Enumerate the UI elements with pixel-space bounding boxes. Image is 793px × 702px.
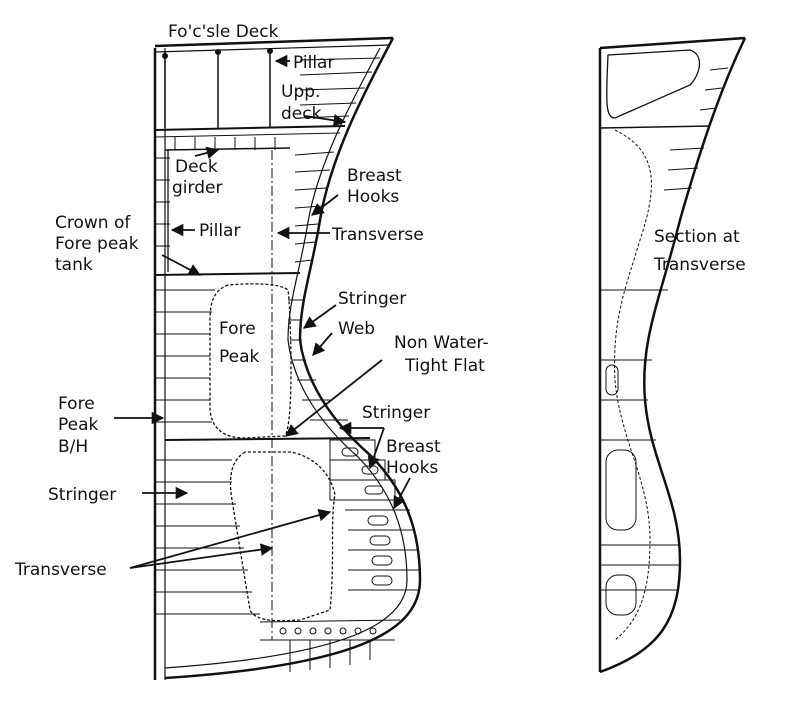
label-focsle-deck: Fo'c'sle Deck bbox=[168, 22, 279, 42]
focsle-deck-line bbox=[154, 36, 394, 48]
label-fore-peak-1: Fore bbox=[219, 319, 256, 339]
section-hole-3 bbox=[605, 574, 637, 616]
arrow-nwt-flat bbox=[285, 359, 383, 437]
leader-arrows bbox=[114, 54, 411, 569]
labels: Fo'c'sle Deck Pillar Upp. deck Deck gird… bbox=[14, 22, 746, 580]
section-hole-1 bbox=[605, 364, 619, 396]
label-fp-bh-3: B/H bbox=[58, 437, 88, 457]
deck-girder-ticks bbox=[164, 137, 291, 151]
section-at-transverse bbox=[598, 36, 747, 674]
section-upper-deck bbox=[599, 125, 711, 129]
stem-inner bbox=[164, 47, 408, 669]
upper-pillars bbox=[162, 48, 273, 128]
section-inner-profile bbox=[614, 129, 652, 641]
label-breast-hooks-top-1: Breast bbox=[347, 166, 402, 186]
arrow-transverse-bottom-2 bbox=[129, 543, 274, 569]
label-crown-3: tank bbox=[55, 255, 93, 275]
upper-deck-inner bbox=[154, 132, 341, 138]
label-nwt-1: Non Water- bbox=[394, 333, 489, 353]
arrow-crown bbox=[161, 254, 202, 276]
arrow-upp-deck bbox=[304, 114, 347, 127]
non-watertight-flat-line bbox=[164, 437, 371, 441]
label-fp-bh-1: Fore bbox=[58, 394, 95, 414]
label-breast-hooks-low-2: Hooks bbox=[386, 458, 438, 478]
arrow-stringer-1 bbox=[302, 304, 337, 329]
stringer-grid-lines bbox=[155, 157, 260, 615]
label-crown-1: Crown of bbox=[55, 213, 131, 233]
floor-lightening-circles bbox=[259, 619, 401, 672]
label-fore-peak-2: Peak bbox=[219, 347, 260, 367]
label-upp-deck-2: deck bbox=[281, 104, 322, 124]
label-nwt-2: Tight Flat bbox=[404, 356, 485, 376]
label-section-1: Section at bbox=[654, 227, 740, 247]
arrow-breast-hooks-low-1 bbox=[367, 427, 385, 470]
crown-of-fore-peak-tank-line bbox=[154, 272, 301, 276]
label-breast-hooks-low-1: Breast bbox=[386, 437, 441, 457]
focsle-deck-inner bbox=[154, 44, 391, 53]
label-pillar-mid: Pillar bbox=[199, 221, 240, 241]
breast-hook-lightening-holes bbox=[329, 439, 419, 591]
main-elevation bbox=[153, 36, 422, 680]
label-section-2: Transverse bbox=[653, 255, 746, 275]
label-transverse-bottom: Transverse bbox=[14, 560, 107, 580]
stem-profile bbox=[164, 37, 422, 680]
label-deck-girder-2: girder bbox=[172, 178, 222, 198]
section-hole-2 bbox=[605, 449, 637, 531]
label-stringer-1: Stringer bbox=[338, 289, 406, 309]
section-upper-cutout bbox=[606, 49, 701, 119]
fore-peak-lower-cutout bbox=[229, 451, 336, 622]
label-deck-girder-1: Deck bbox=[175, 157, 218, 177]
arrow-web bbox=[312, 332, 333, 356]
arrow-breast-hooks-top bbox=[311, 194, 339, 216]
arrow-deck-girder bbox=[194, 146, 220, 159]
arrow-transverse-bottom-1 bbox=[129, 508, 332, 569]
label-transverse-top: Transverse bbox=[331, 225, 424, 245]
label-upp-deck-1: Upp. bbox=[281, 82, 320, 102]
arrow-breast-hooks-low-2 bbox=[393, 477, 411, 510]
section-frame-ticks bbox=[600, 67, 729, 591]
label-breast-hooks-top-2: Hooks bbox=[347, 187, 399, 207]
label-pillar-top: Pillar bbox=[293, 53, 334, 73]
label-stringer-2: Stringer bbox=[362, 403, 430, 423]
label-stringer-left: Stringer bbox=[48, 485, 116, 505]
label-fp-bh-2: Peak bbox=[58, 415, 99, 435]
upper-deck-line bbox=[154, 125, 346, 131]
label-crown-2: Fore peak bbox=[55, 234, 139, 254]
label-web: Web bbox=[338, 319, 375, 339]
section-deck-line bbox=[599, 36, 746, 50]
